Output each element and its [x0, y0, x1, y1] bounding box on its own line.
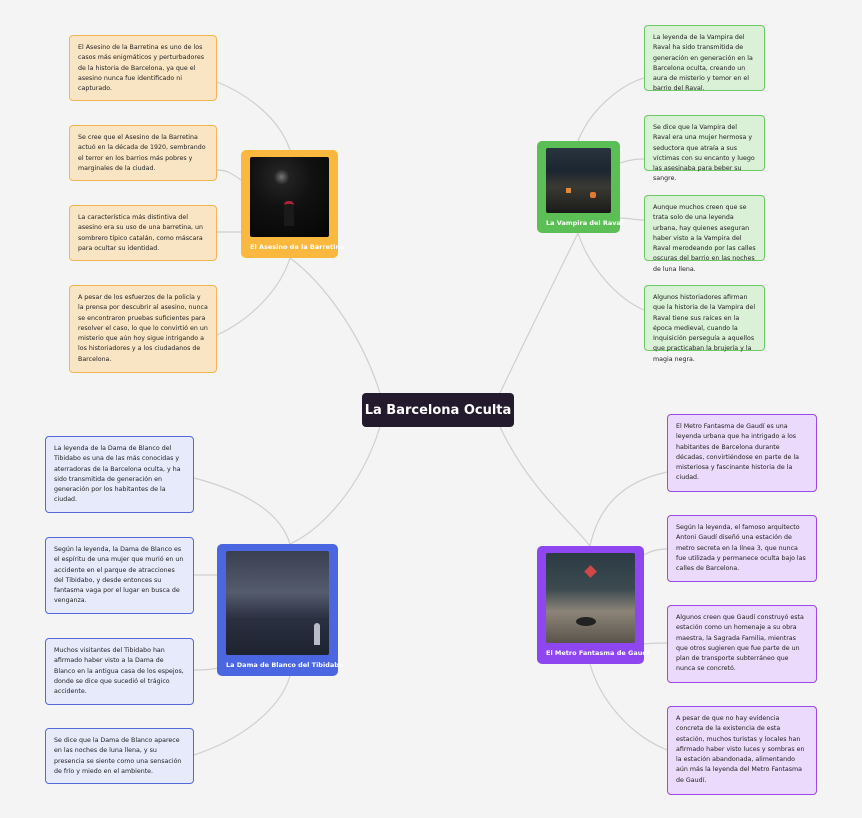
leaf-note[interactable]: La característica más distintiva del ase…: [69, 205, 217, 261]
leaf-note[interactable]: Según la leyenda, el famoso arquitecto A…: [667, 515, 817, 582]
central-topic-title: La Barcelona Oculta: [364, 402, 512, 418]
leaf-note[interactable]: El Asesino de la Barretina es uno de los…: [69, 35, 217, 101]
leaf-note[interactable]: Muchos visitantes del Tibidabo han afirm…: [45, 638, 194, 705]
dark-alley-figure-image: [250, 157, 329, 237]
night-building-image: [546, 148, 611, 213]
topic-metro[interactable]: El Metro Fantasma de Gaudí: [537, 546, 650, 664]
leaf-note[interactable]: Se dice que la Dama de Blanco aparece en…: [45, 728, 194, 784]
leaf-note[interactable]: Algunos creen que Gaudí construyó esta e…: [667, 605, 817, 683]
leaf-note[interactable]: Aunque muchos creen que se trata solo de…: [644, 195, 765, 273]
leaf-note[interactable]: La leyenda de la Vampira del Raval ha si…: [644, 25, 765, 92]
tibidabo-night-image: [226, 551, 329, 655]
leaf-note[interactable]: Según la leyenda, la Dama de Blanco es e…: [45, 537, 194, 614]
leaf-note[interactable]: La leyenda de la Dama de Blanco del Tibi…: [45, 436, 194, 513]
leaf-note[interactable]: El Metro Fantasma de Gaudí es una leyend…: [667, 414, 817, 492]
topic-vampira[interactable]: La Vampira del Raval: [537, 141, 624, 233]
topic-label: La Dama de Blanco del Tibidabo: [226, 661, 344, 669]
leaf-note[interactable]: Algunos historiadores afirman que la his…: [644, 285, 765, 363]
leaf-note[interactable]: Se cree que el Asesino de la Barretina a…: [69, 125, 217, 181]
topic-label: La Vampira del Raval: [546, 219, 624, 227]
topic-dama[interactable]: La Dama de Blanco del Tibidabo: [217, 544, 344, 676]
leaf-note[interactable]: A pesar de que no hay evidencia concreta…: [667, 706, 817, 795]
abandoned-metro-image: [546, 553, 635, 643]
central-topic[interactable]: La Barcelona Oculta: [362, 393, 514, 427]
leaf-note[interactable]: A pesar de los esfuerzos de la policía y…: [69, 285, 217, 373]
topic-label: El Asesino de la Barretina: [250, 243, 345, 251]
leaf-note[interactable]: Se dice que la Vampira del Raval era una…: [644, 115, 765, 182]
topic-asesino[interactable]: El Asesino de la Barretina: [241, 150, 345, 258]
topic-label: El Metro Fantasma de Gaudí: [546, 649, 650, 657]
